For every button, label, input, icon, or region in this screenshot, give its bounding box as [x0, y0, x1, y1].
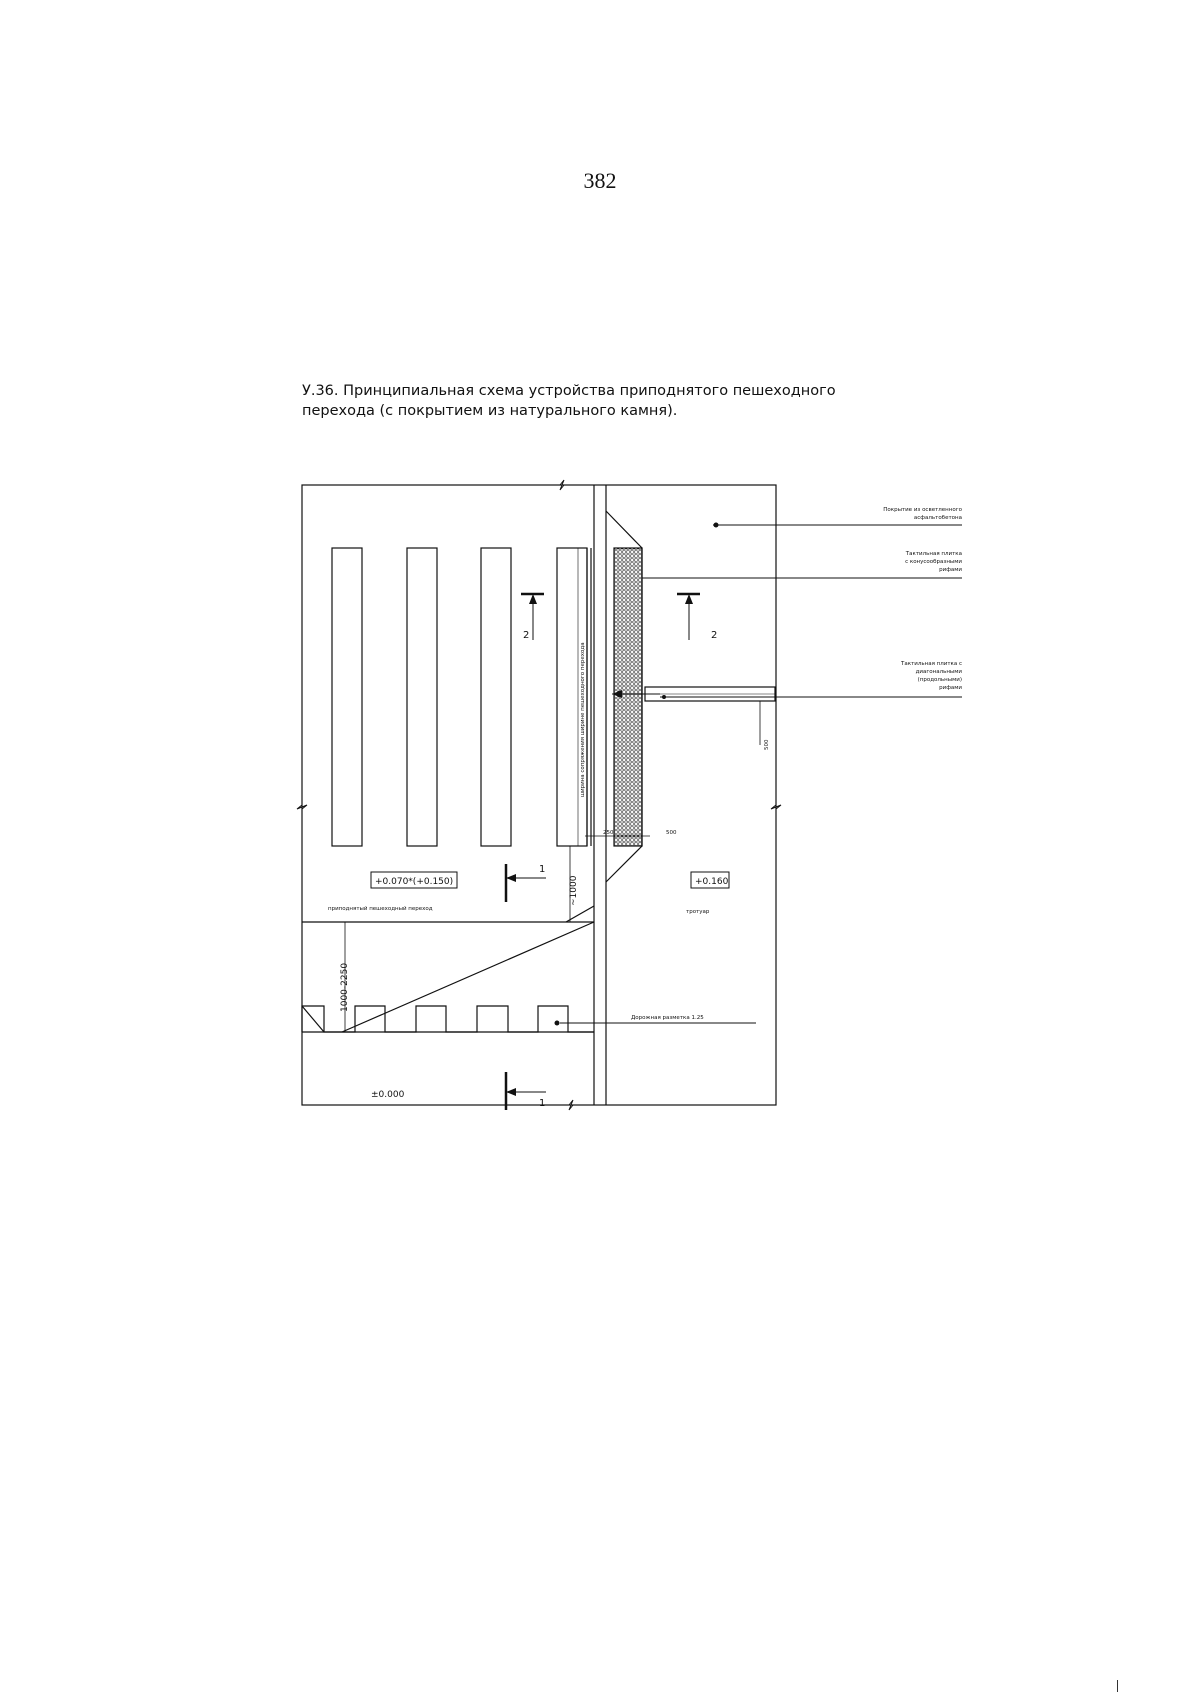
level-raised: +0.070*(+0.150): [375, 877, 453, 887]
leader-dot-road: [554, 1020, 560, 1026]
section-2-left-arrow: [529, 594, 537, 604]
dim-1000: ~1000: [569, 875, 579, 906]
section-1-bottom-arrow: [506, 1088, 516, 1096]
plan-frame: [301, 484, 777, 1106]
label-tactile-cone-3: рифами: [939, 567, 962, 573]
label-tactile-diag-3: (продольными): [918, 677, 962, 683]
section-1-top-number: 1: [539, 864, 545, 875]
zebra-stripe-3: [480, 547, 512, 847]
section-1-bottom-number: 1: [539, 1098, 545, 1109]
break-mark-right: [770, 804, 782, 810]
diagonal-short: [565, 905, 595, 923]
section-2-right-number: 2: [711, 630, 717, 641]
dim-250: 250: [603, 830, 614, 836]
tactile-cone-band: [613, 547, 643, 847]
level-box-raised: [370, 871, 458, 889]
zebra-stripe-2: [406, 547, 438, 847]
leader-dot-coating: [713, 522, 719, 528]
break-mark-left: [296, 804, 308, 810]
label-tactile-cone-2: с конусообразными: [905, 559, 962, 565]
break-mark-bottom: [568, 1099, 574, 1111]
label-road-marking: Дорожная разметка 1.25: [631, 1015, 704, 1021]
dim-500-right: 500: [764, 739, 770, 750]
section-2-right-arrow: [685, 594, 693, 604]
label-sidewalk: тротуар: [686, 909, 710, 915]
dim-500-bottom: 500: [666, 830, 677, 836]
label-coating-1: Покрытие из осветленного: [883, 507, 962, 513]
leader-arrowhead: [612, 690, 622, 698]
zebra-stripe-1: [331, 547, 363, 847]
label-tactile-diag-1: Тактильная плитка с: [900, 661, 962, 667]
label-coating-2: асфальтобетона: [914, 515, 962, 521]
label-tactile-diag-2: диагональными: [916, 669, 963, 675]
level-road: ±0.000: [371, 1090, 405, 1100]
label-raised-crossing: приподнятый пешеходный переход: [328, 905, 433, 912]
level-box-sidewalk: [690, 871, 730, 889]
section-2-left-number: 2: [523, 630, 529, 641]
diagonal-line: [341, 921, 595, 1033]
section-1-top-arrow: [506, 874, 516, 882]
break-mark-top: [559, 479, 565, 491]
caption-line-2: перехода (с покрытием из натурального ка…: [302, 403, 678, 419]
label-tactile-cone-1: Тактильная плитка: [905, 551, 962, 557]
figure-caption: У.36. Принципиальная схема устройства пр…: [302, 381, 922, 421]
footer-tick: [1117, 1680, 1118, 1692]
label-tactile-diag-4: рифами: [939, 685, 962, 691]
road-marking-left-chevron: [301, 1005, 325, 1033]
caption-line-1: У.36. Принципиальная схема устройства пр…: [302, 383, 836, 399]
label-width-note: ширина сопряжения ширине пешеходного пер…: [580, 642, 586, 797]
page-number: 382: [583, 168, 617, 193]
level-sidewalk: +0.160: [695, 877, 729, 887]
dim-1000-2250: 1000-2250: [340, 963, 350, 1012]
leader-dot-diag: [662, 695, 666, 699]
